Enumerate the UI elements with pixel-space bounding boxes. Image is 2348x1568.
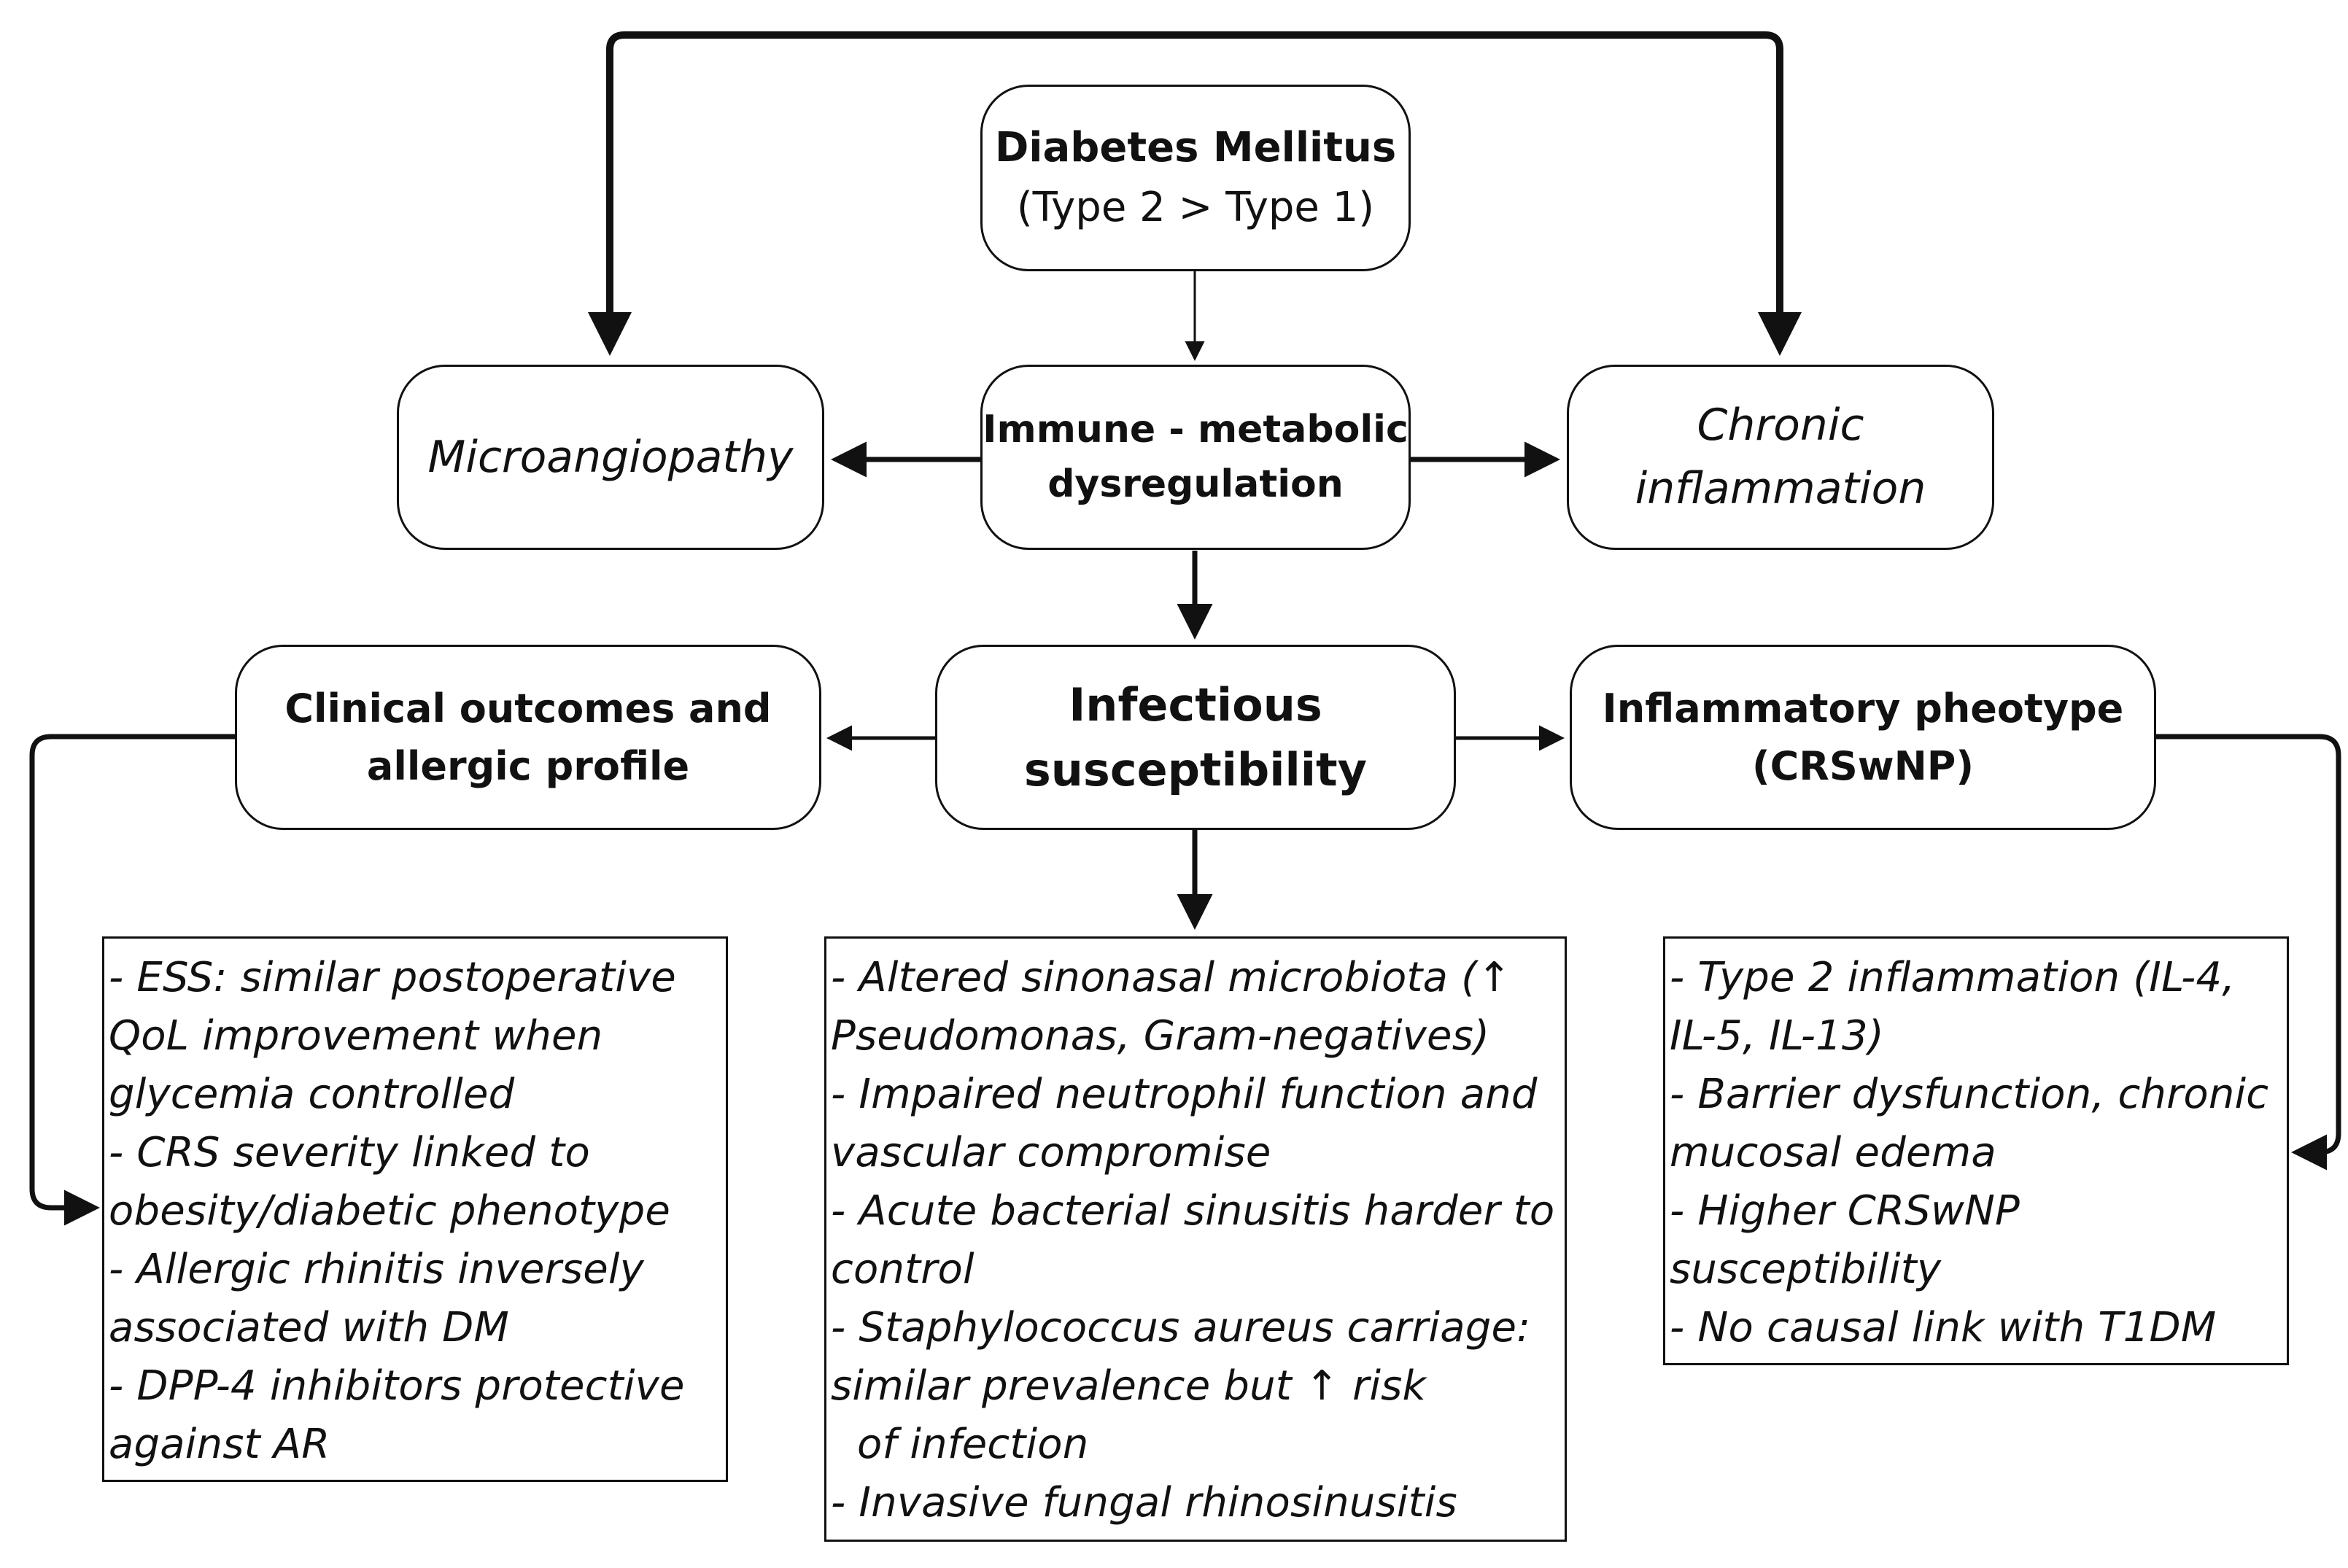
infectious-detail-line: of infection bbox=[831, 1421, 1089, 1468]
immune-label-line1: Immune - metabolic bbox=[983, 408, 1409, 452]
clinical-detail-line: - DPP-4 inhibitors protective bbox=[109, 1362, 685, 1410]
clinical-label-line2: allergic profile bbox=[366, 743, 690, 789]
inflammatory-label-line1: Inflammatory pheotype bbox=[1602, 685, 2124, 731]
immune-label-line2: dysregulation bbox=[1047, 462, 1344, 506]
infectious-detail-line: similar prevalence but ↑ risk bbox=[831, 1362, 1427, 1410]
inflammatory-detail-line: IL-5, IL-13) bbox=[1670, 1012, 1884, 1060]
arrow-top-to-microangiopathy bbox=[588, 31, 891, 356]
clinical-detail-line: associated with DM bbox=[109, 1304, 509, 1351]
inflammatory-details-box: - Type 2 inflammation (IL-4, IL-5, IL-13… bbox=[1663, 936, 2289, 1365]
infectious-label-line2: susceptibility bbox=[1023, 743, 1368, 796]
arrow-inflammatory-to-box bbox=[2156, 734, 2341, 1171]
infectious-detail-line: - Invasive fungal rhinosinusitis bbox=[831, 1479, 1457, 1526]
clinical-detail-line: - ESS: similar postoperative bbox=[109, 954, 676, 1001]
inflammatory-detail-line: - Barrier dysfunction, chronic bbox=[1670, 1071, 2269, 1118]
inflammatory-detail-line: - Higher CRSwNP bbox=[1670, 1187, 2020, 1235]
clinical-detail-line: QoL improvement when bbox=[109, 1012, 603, 1060]
infectious-label-line1: Infectious bbox=[1069, 678, 1322, 731]
clinical-detail-line: against AR bbox=[109, 1421, 330, 1468]
infectious-detail-line: - Altered sinonasal microbiota (↑ bbox=[831, 954, 1512, 1001]
clinical-node: Clinical outcomes and allergic profile bbox=[235, 645, 821, 830]
infectious-detail-line: vascular compromise bbox=[831, 1129, 1271, 1176]
infectious-detail-line: - Acute bacterial sinusitis harder to bbox=[831, 1187, 1555, 1235]
microangiopathy-node: Microangiopathy bbox=[397, 365, 824, 550]
inflammatory-node: Inflammatory pheotype (CRSwNP) bbox=[1570, 645, 2156, 830]
microangiopathy-label: Microangiopathy bbox=[427, 431, 794, 483]
inflammatory-detail-line: mucosal edema bbox=[1670, 1129, 1996, 1176]
inflammatory-detail-line: - Type 2 inflammation (IL-4, bbox=[1670, 954, 2236, 1001]
clinical-label-line1: Clinical outcomes and bbox=[284, 685, 772, 731]
clinical-detail-line: - CRS severity linked to bbox=[109, 1129, 590, 1176]
infectious-detail-line: - Impaired neutrophil function and bbox=[831, 1071, 1538, 1118]
arrow-clinical-to-box bbox=[29, 734, 235, 1226]
clinical-detail-line: glycemia controlled bbox=[109, 1071, 515, 1118]
chronic-label-line2: inflammation bbox=[1635, 463, 1926, 514]
clinical-detail-line: obesity/diabetic phenotype bbox=[109, 1187, 671, 1235]
clinical-detail-line: - Allergic rhinitis inversely bbox=[109, 1246, 645, 1293]
inflammatory-detail-line: susceptibility bbox=[1670, 1246, 1942, 1293]
diabetes-title: Diabetes Mellitus bbox=[994, 124, 1397, 172]
arrow-top-to-chronic-inflammation bbox=[891, 31, 1802, 356]
immune-node: Immune - metabolic dysregulation bbox=[980, 365, 1411, 550]
inflammatory-label-line2: (CRSwNP) bbox=[1751, 743, 1975, 789]
infectious-detail-line: Pseudomonas, Gram-negatives) bbox=[831, 1012, 1490, 1060]
infectious-detail-line: control bbox=[831, 1246, 975, 1293]
infectious-detail-line: - Staphylococcus aureus carriage: bbox=[831, 1304, 1531, 1351]
clinical-details-box: - ESS: similar postoperative QoL improve… bbox=[102, 936, 728, 1482]
diabetes-subtitle: (Type 2 > Type 1) bbox=[1016, 184, 1375, 231]
diabetes-node: Diabetes Mellitus (Type 2 > Type 1) bbox=[980, 85, 1411, 271]
chronic-label-line1: Chronic bbox=[1697, 400, 1864, 451]
infectious-details-box: - Altered sinonasal microbiota (↑ Pseudo… bbox=[824, 936, 1567, 1542]
chronic-inflammation-node: Chronic inflammation bbox=[1567, 365, 1994, 550]
inflammatory-detail-line: - No causal link with T1DM bbox=[1670, 1304, 2217, 1351]
infectious-node: Infectious susceptibility bbox=[935, 645, 1456, 830]
